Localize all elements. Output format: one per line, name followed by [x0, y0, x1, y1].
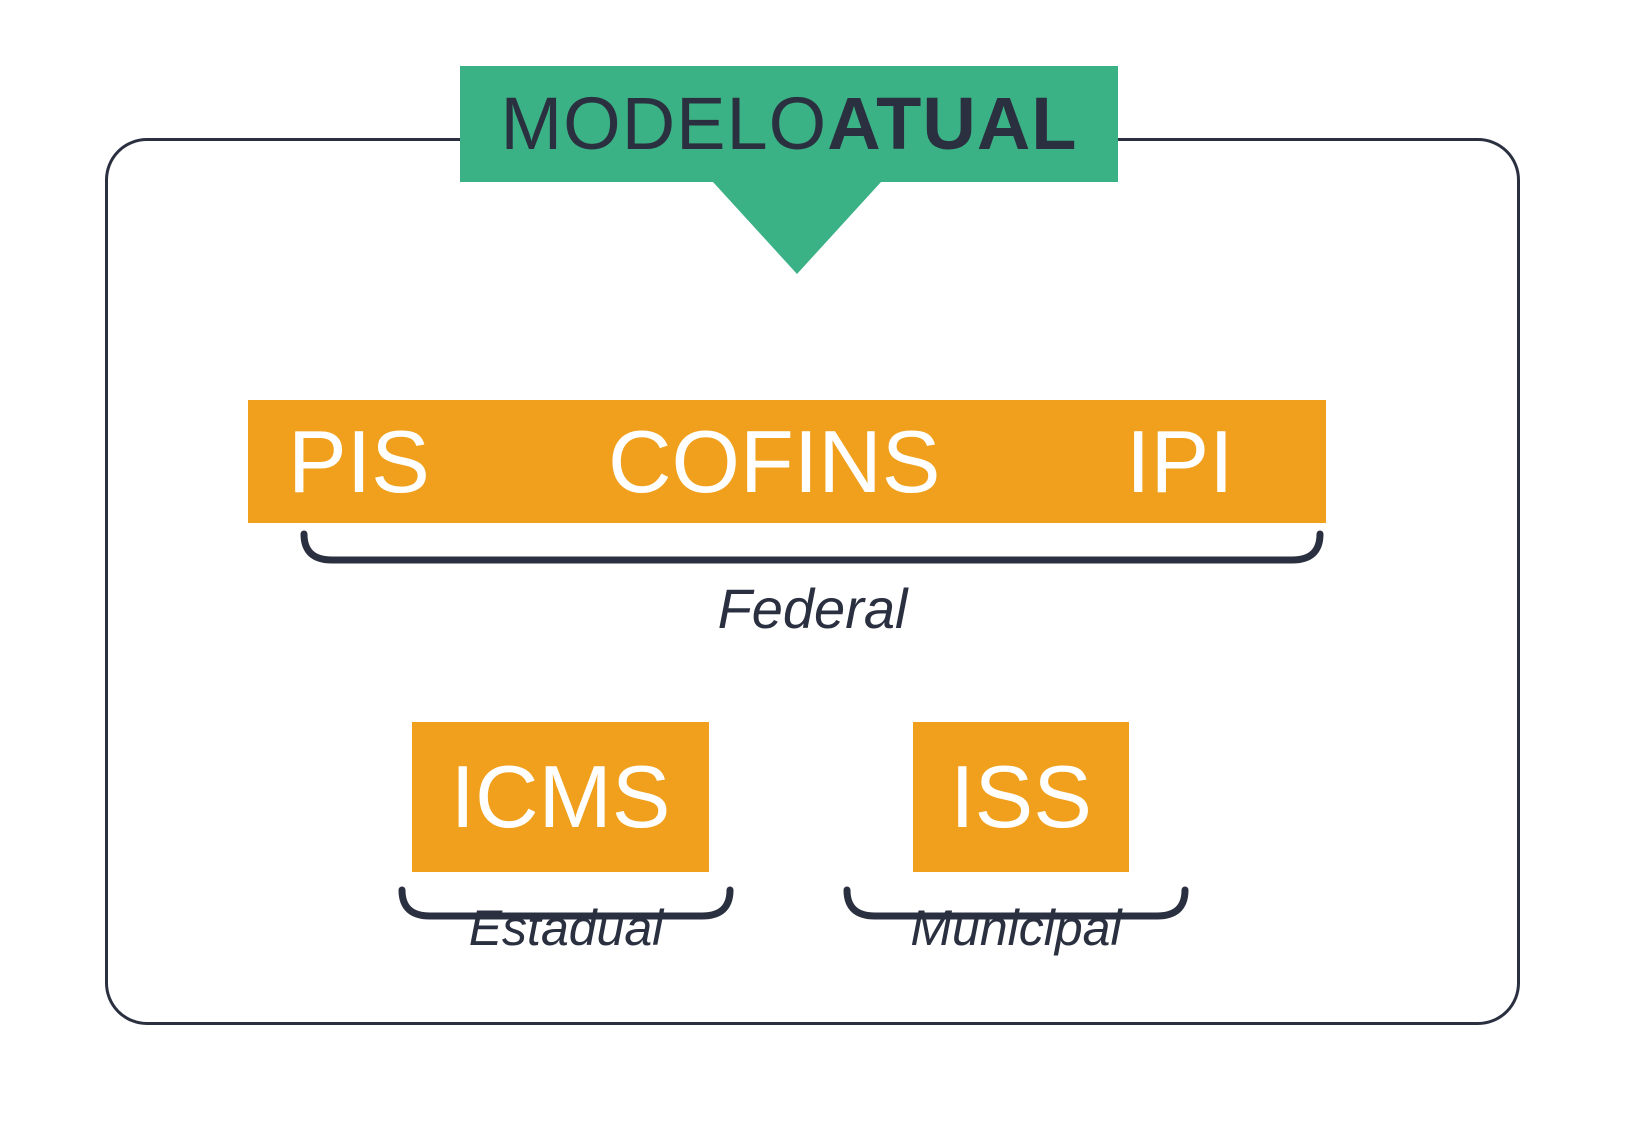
federal-brace-icon — [300, 530, 1324, 566]
header-banner: MODELOATUAL — [460, 66, 1118, 182]
tax-label-pis: PIS — [288, 411, 430, 511]
tax-box-icms: ICMS — [412, 722, 709, 872]
group-caption-estadual: Estadual — [468, 900, 664, 956]
municipal-brace-icon — [843, 886, 1189, 922]
tax-box-iss: ISS — [913, 722, 1129, 872]
tax-label-cofins: COFINS — [608, 411, 941, 511]
triangle-down-icon — [713, 182, 881, 274]
estadual-brace-icon — [398, 886, 734, 922]
group-caption-municipal: Municipal — [910, 900, 1122, 956]
page-title: MODELOATUAL — [501, 87, 1078, 161]
page-title-bold: ATUAL — [827, 82, 1078, 165]
page-title-regular: MODELO — [500, 82, 828, 165]
tax-label-ipi: IPI — [1126, 411, 1234, 511]
tax-label-icms: ICMS — [450, 747, 671, 846]
federal-tax-bar: PIS COFINS IPI — [248, 400, 1326, 523]
group-caption-federal: Federal — [717, 577, 908, 640]
tax-label-iss: ISS — [950, 747, 1092, 846]
